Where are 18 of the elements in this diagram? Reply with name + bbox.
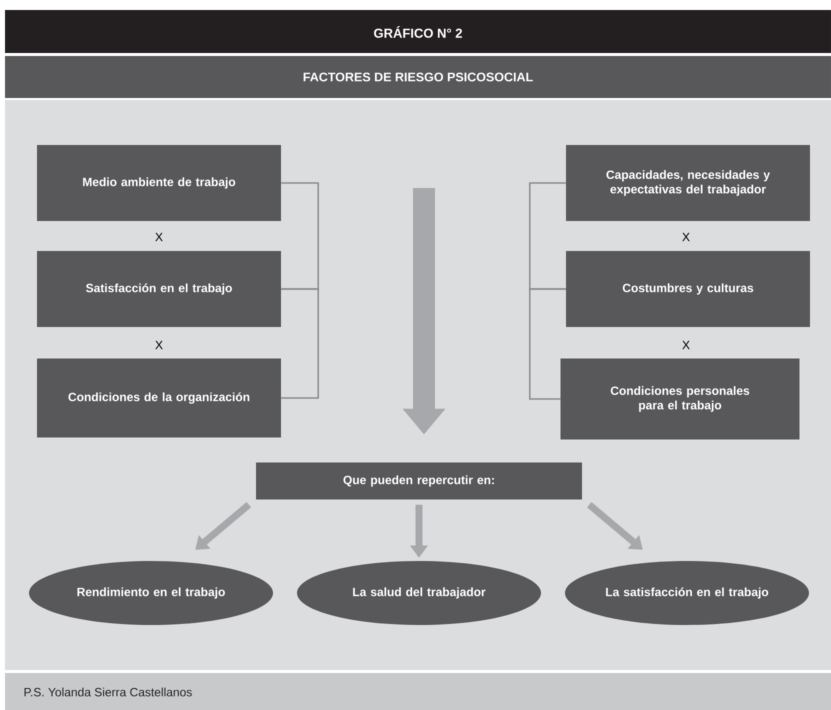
subtitle-band: FACTORES DE RIESGO PSICOSOCIAL xyxy=(5,56,831,98)
process-box: Que pueden repercutir en: xyxy=(256,462,582,500)
title-band: GRÁFICO N° 2 xyxy=(5,10,831,53)
multiply-sign: X xyxy=(682,232,690,242)
multiply-sign: X xyxy=(155,232,163,242)
process-box: Capacidades, necesidades y expectativas del trabajador xyxy=(566,145,810,221)
process-box: Condiciones personales para el trabajo xyxy=(560,358,800,440)
multiply-sign: X xyxy=(155,340,163,350)
bracket-line xyxy=(529,288,566,400)
bracket-line xyxy=(529,182,566,290)
multiply-sign: X xyxy=(682,340,690,350)
process-box: Costumbres y culturas xyxy=(566,251,810,327)
bracket-line xyxy=(281,288,319,399)
footer-band: P.S. Yolanda Sierra Castellanos xyxy=(5,673,831,710)
bracket-line xyxy=(281,182,319,290)
process-box: Condiciones de la organización xyxy=(37,358,281,438)
process-box: Medio ambiente de trabajo xyxy=(37,145,281,221)
process-box: Satisfacción en el trabajo xyxy=(37,251,281,327)
